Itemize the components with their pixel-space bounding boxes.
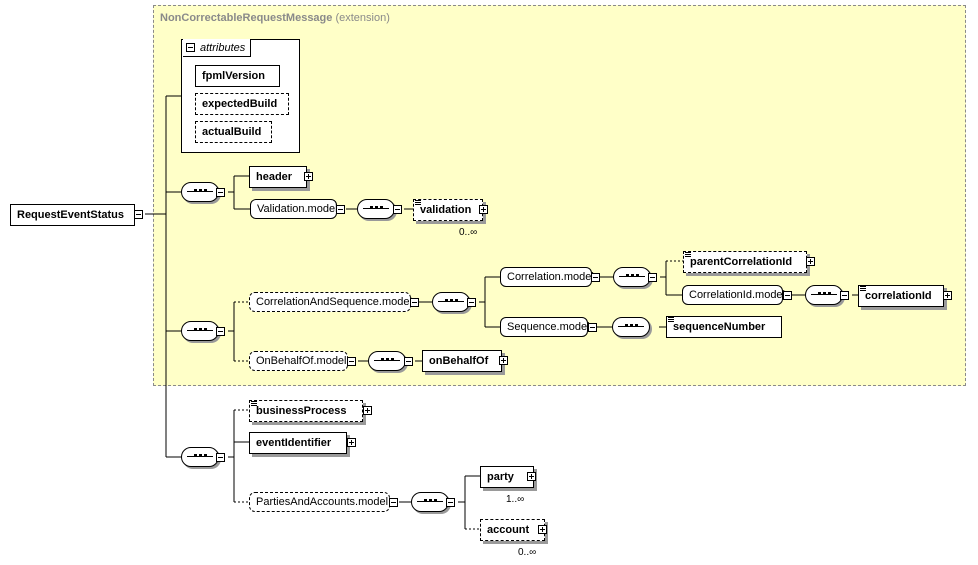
sequence-compositor-icon[interactable] <box>181 182 219 202</box>
element-label: businessProcess <box>256 405 347 417</box>
element-event-identifier[interactable]: eventIdentifier <box>249 432 347 454</box>
collapse-icon[interactable] <box>216 327 225 336</box>
model-sequence[interactable]: Sequence.model <box>500 317 590 337</box>
collapse-icon[interactable] <box>404 357 413 366</box>
expand-icon[interactable] <box>806 257 815 266</box>
cardinality-label: 0..∞ <box>518 547 537 558</box>
model-correlation-id[interactable]: CorrelationId.model <box>682 285 785 305</box>
expand-icon[interactable] <box>499 356 508 365</box>
collapse-icon[interactable] <box>347 357 356 366</box>
element-account[interactable]: account <box>480 519 545 541</box>
extension-qualifier: (extension) <box>335 12 390 24</box>
element-business-process[interactable]: businessProcess <box>249 400 363 422</box>
attribute-fpml-version[interactable]: fpmlVersion <box>195 65 280 87</box>
collapse-icon[interactable] <box>648 273 657 282</box>
attributes-header <box>183 39 251 57</box>
element-correlation-id[interactable]: correlationId <box>858 285 944 307</box>
collapse-icon[interactable] <box>783 291 792 300</box>
documentation-icon <box>685 252 691 260</box>
model-parties-and-accounts[interactable]: PartiesAndAccounts.model <box>249 492 390 512</box>
extension-title: NonCorrectableRequestMessage (extension) <box>160 12 390 24</box>
documentation-icon <box>251 401 257 409</box>
documentation-icon <box>415 200 421 208</box>
sequence-compositor-icon[interactable] <box>432 292 470 312</box>
element-label: correlationId <box>865 290 932 302</box>
collapse-icon[interactable] <box>186 43 195 52</box>
attributes-label: attributes <box>200 42 246 54</box>
expand-icon[interactable] <box>304 172 313 181</box>
extension-name: NonCorrectableRequestMessage <box>160 12 333 24</box>
attribute-expected-build[interactable]: expectedBuild <box>195 93 289 115</box>
collapse-icon[interactable] <box>467 298 476 307</box>
sequence-compositor-icon[interactable] <box>613 267 651 287</box>
expand-icon[interactable] <box>538 525 547 534</box>
model-correlation-and-sequence[interactable]: CorrelationAndSequence.model <box>249 292 412 312</box>
collapse-icon[interactable] <box>216 188 225 197</box>
root-element[interactable]: RequestEventStatus <box>10 204 135 226</box>
element-label: validation <box>420 204 472 216</box>
element-header[interactable]: header <box>249 166 307 188</box>
collapse-icon[interactable] <box>410 298 419 307</box>
cardinality-label: 1..∞ <box>506 494 525 505</box>
sequence-compositor-icon[interactable] <box>411 492 449 512</box>
sequence-compositor-icon[interactable] <box>357 199 395 219</box>
collapse-icon[interactable] <box>446 498 455 507</box>
model-validation[interactable]: Validation.model <box>250 199 338 219</box>
expand-icon[interactable] <box>363 406 372 415</box>
sequence-compositor-icon[interactable] <box>181 447 219 467</box>
documentation-icon <box>860 286 866 294</box>
model-correlation[interactable]: Correlation.model <box>500 267 594 287</box>
element-label: parentCorrelationId <box>690 256 793 268</box>
element-on-behalf-of[interactable]: onBehalfOf <box>422 350 502 372</box>
collapse-icon[interactable] <box>389 498 398 507</box>
expand-icon[interactable] <box>479 205 488 214</box>
collapse-icon[interactable] <box>216 453 225 462</box>
sequence-compositor-icon[interactable] <box>805 285 843 305</box>
documentation-icon <box>668 317 674 325</box>
element-validation[interactable]: validation <box>413 199 483 221</box>
collapse-icon[interactable] <box>336 205 345 214</box>
sequence-compositor-icon[interactable] <box>181 321 219 341</box>
expand-icon[interactable] <box>347 438 356 447</box>
attribute-actual-build[interactable]: actualBuild <box>195 121 272 143</box>
element-sequence-number[interactable]: sequenceNumber <box>666 316 782 338</box>
collapse-icon[interactable] <box>588 323 597 332</box>
model-on-behalf-of[interactable]: OnBehalfOf.model <box>249 351 348 371</box>
element-label: sequenceNumber <box>673 321 766 333</box>
expand-icon[interactable] <box>527 472 536 481</box>
cardinality-label: 0..∞ <box>459 227 478 238</box>
element-parent-correlation-id[interactable]: parentCorrelationId <box>683 251 807 273</box>
expand-icon[interactable] <box>943 291 952 300</box>
element-party[interactable]: party <box>480 466 534 488</box>
collapse-icon[interactable] <box>591 273 600 282</box>
collapse-icon[interactable] <box>840 291 849 300</box>
sequence-compositor-icon[interactable] <box>612 317 650 337</box>
sequence-compositor-icon[interactable] <box>368 351 406 371</box>
collapse-icon[interactable] <box>393 205 402 214</box>
collapse-icon[interactable] <box>134 210 143 219</box>
